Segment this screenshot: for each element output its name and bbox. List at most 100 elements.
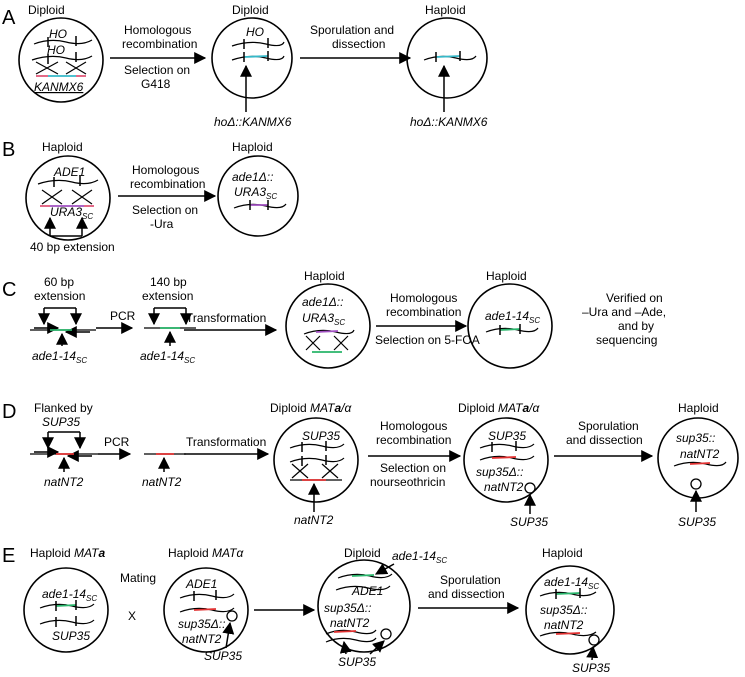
e-cell1-allele: ade1-14SC [42, 587, 97, 603]
d-cell2-title-a: Diploid [458, 401, 498, 415]
a-cell2-cassette [243, 55, 269, 58]
e-cell4-title: Haploid [542, 546, 583, 560]
d-cell2-chromosome-1 [479, 443, 535, 449]
a-crossover-right [65, 61, 87, 75]
c-cell1-title: Haploid [304, 269, 345, 283]
a-cell2-chromosome-1 [231, 41, 285, 47]
d-cell2-plasmid [524, 482, 536, 494]
a-arrow1-text2: recombination [122, 37, 197, 51]
b-cell2-line1: ade1Δ:: [232, 170, 273, 184]
c-cell1-crossover-r [333, 335, 349, 351]
e-cell1 [23, 567, 109, 653]
d-pcr-label: PCR [104, 435, 130, 449]
d-cell1-title-c: a [334, 401, 341, 415]
e-arrow-text1: Sporulation [440, 573, 501, 587]
c-cell1-line2-sub: SC [334, 318, 345, 327]
e-cell1-title-a: Haploid [30, 546, 74, 560]
b-cell2-line2-sub: SC [266, 192, 277, 201]
d-cell3-line2: natNT2 [680, 447, 720, 461]
e-cell4-allele-sub: SC [588, 582, 599, 591]
e-cell2-chromosome-1 [179, 593, 235, 599]
a-gene1: HO [49, 27, 67, 41]
e-cell4-allele-mark [555, 592, 581, 595]
c-cell1-line1: ade1Δ:: [302, 295, 343, 309]
d-cell1-title-d: /α [340, 401, 352, 415]
e-cell3-allele: ade1-14SC [392, 549, 447, 565]
panel-d: D Flanked by SUP35 natNT2 PCR natNT2 Tra… [2, 401, 739, 529]
e-arrow-text2: and dissection [428, 587, 505, 601]
b-chromosome [37, 179, 99, 185]
panel-label-a: A [2, 7, 16, 29]
b-cell2-title: Haploid [232, 140, 273, 154]
c-verify-4: sequencing [596, 333, 657, 347]
a-cell2-gene: HO [246, 25, 264, 39]
d-cell3-title: Haploid [678, 401, 719, 415]
d-marker1: natNT2 [44, 475, 84, 489]
a-cell2-chromosome-2 [231, 55, 285, 61]
e-cell1-allele-sub: SC [86, 594, 97, 603]
c-allele2-name: ade1-14 [140, 349, 184, 363]
e-cell4-allele-name: ade1-14 [544, 575, 588, 589]
d-cell2-line1: sup35Δ:: [476, 465, 523, 479]
e-cell2-line1: sup35Δ:: [178, 617, 225, 631]
e-cell4-line1: sup35Δ:: [540, 603, 587, 617]
d-arrow-text4: nourseothricin [370, 475, 445, 489]
d-cell2-gene: SUP35 [488, 429, 526, 443]
b-marker-sub: SC [82, 212, 93, 221]
e-cell2-title: Haploid MATα [168, 546, 244, 560]
c-arrow-text3: Selection on 5-FOA [375, 333, 480, 347]
b-cell2-line2-name: URA3 [234, 185, 266, 199]
a-arrow1-text4: G418 [141, 77, 171, 91]
d-cell3-plasmid-label: SUP35 [678, 515, 716, 529]
panel-c: C 60 bp extension ade1-14SC PCR 140 bp e… [2, 269, 666, 369]
c-ext1-line1: 60 bp [44, 275, 74, 289]
c-allele2: ade1-14SC [140, 349, 195, 365]
c-cell1-chromosome [303, 329, 355, 335]
a-arrow1-text1: Homologous [124, 23, 191, 37]
a-cell3-title: Haploid [425, 3, 466, 17]
a-cell3 [406, 17, 488, 99]
e-cell2-line2: natNT2 [182, 632, 222, 646]
e-cell4-allele: ade1-14SC [544, 575, 599, 591]
d-cell1-crossover-r [321, 463, 339, 479]
d-cell1-crossover-l [291, 463, 309, 479]
d-cell2-title-d: /α [528, 401, 540, 415]
c-cell2-allele-mark [499, 328, 521, 331]
b-arrow-text1: Homologous [132, 163, 199, 177]
e-cell2-gene: ADE1 [185, 577, 217, 591]
c-verify-1: Verified on [606, 291, 663, 305]
e-cell4-line2: natNT2 [544, 618, 584, 632]
e-cell1-title-c: a [98, 546, 105, 560]
d-arrow-text1: Homologous [380, 419, 447, 433]
c-allele1-sub: SC [76, 356, 87, 365]
e-mating: Mating [120, 571, 156, 585]
d-cell2-title: Diploid MATa/α [458, 401, 541, 415]
b-arrow-text2: recombination [130, 177, 205, 191]
a-cell2-title: Diploid [232, 3, 269, 17]
a-cell2-label: hoΔ::KANMX6 [214, 115, 292, 129]
e-cell4-plasmid-pointer [586, 645, 599, 661]
a-cell1 [18, 17, 104, 103]
e-cell4-plasmid [588, 634, 600, 646]
c-cell2-title: Haploid [486, 269, 527, 283]
a-cell3-chromosome [423, 55, 477, 61]
d-arrow-text3: Selection on [380, 461, 446, 475]
c-cell2-allele: ade1-14SC [485, 309, 540, 325]
c-arrow-text2: recombination [386, 305, 461, 319]
a-cell1-title: Diploid [28, 3, 65, 17]
b-gene: ADE1 [53, 165, 85, 179]
e-cell2-title-b: MATα [212, 546, 244, 560]
b-crossover-left [41, 189, 63, 205]
d-cell1-title-a: Diploid [270, 401, 310, 415]
e-cell3-allele-pointer [374, 563, 395, 575]
b-cell2-line2: URA3SC [234, 185, 277, 201]
b-crossover-right [71, 189, 93, 205]
c-verify-2: –Ura and –Ade, [582, 305, 666, 319]
e-cell3-plasmid [380, 628, 392, 640]
d-cell2 [463, 417, 549, 503]
b-marker: URA3SC [50, 205, 93, 221]
e-cell2-plasmid-pointer [222, 621, 235, 649]
d-cell3-marker-mark [689, 462, 711, 465]
d-cell1-title-b: MAT [310, 401, 336, 415]
c-ext2-line1: 140 bp [150, 275, 187, 289]
